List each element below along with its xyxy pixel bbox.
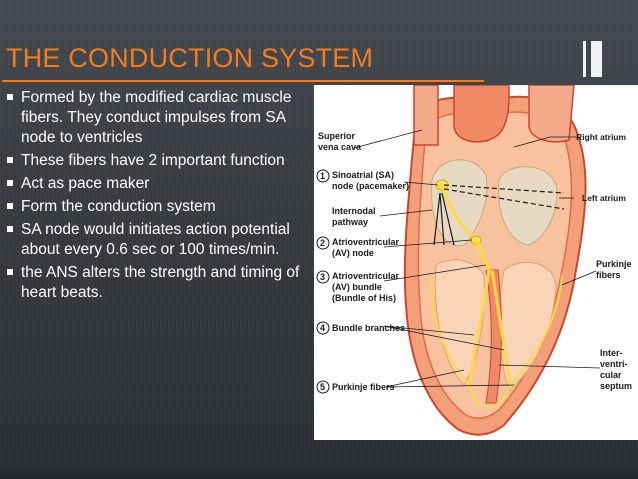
- number-badge-text: 3: [320, 272, 325, 282]
- bullet-item: These fibers have 2 important function: [4, 151, 309, 171]
- label-septum: septum: [600, 381, 632, 391]
- superior-vena-cava: [414, 85, 438, 145]
- pulmonary-vessel: [529, 85, 574, 142]
- label-purkinje-right: fibers: [596, 270, 621, 280]
- label-av-bundle: (Bundle of His): [332, 293, 396, 303]
- heart-illustration: Superior vena cava Right atrium Left atr…: [314, 85, 638, 440]
- label-bundle-branches: Bundle branches: [332, 323, 405, 333]
- bullet-item: the ANS alters the strength and timing o…: [4, 263, 309, 303]
- bullet-item: SA node would initiates action potential…: [4, 220, 309, 260]
- label-septum: Inter-: [600, 348, 623, 358]
- accent-bar: [591, 41, 602, 77]
- label-av-bundle: (AV) bundle: [332, 282, 382, 292]
- label-av-node: (AV) node: [332, 248, 374, 258]
- label-av-node: Atrioventricular: [332, 237, 400, 247]
- number-badge-text: 5: [320, 382, 325, 392]
- number-badge-text: 1: [320, 171, 325, 181]
- label-septum: cular: [600, 370, 622, 380]
- bullet-item: Formed by the modified cardiac muscle fi…: [4, 88, 309, 148]
- number-badge-text: 2: [320, 238, 325, 248]
- bullet-list: Formed by the modified cardiac muscle fi…: [4, 88, 309, 306]
- footer-band: [0, 465, 638, 479]
- label-internodal-pathway: pathway: [332, 217, 368, 227]
- label-right-atrium: Right atrium: [576, 132, 626, 142]
- label-purkinje-fibers: Purkinje fibers: [332, 382, 395, 392]
- label-purkinje-right: Purkinje: [596, 259, 632, 269]
- bullet-item: Act as pace maker: [4, 174, 309, 194]
- label-superior-vena-cava: Superior: [318, 131, 356, 141]
- label-left-atrium: Left atrium: [582, 193, 626, 203]
- title-underline: [2, 80, 484, 82]
- label-internodal-pathway: Internodal: [332, 206, 376, 216]
- label-sa-node: Sinoatrial (SA): [332, 170, 394, 180]
- accent-bar-thin: [583, 41, 586, 77]
- slide-title: THE CONDUCTION SYSTEM: [6, 43, 506, 74]
- label-septum: ventri-: [600, 359, 628, 369]
- bullet-item: Form the conduction system: [4, 197, 309, 217]
- label-superior-vena-cava: vena cava: [318, 142, 362, 152]
- heart-conduction-diagram: Superior vena cava Right atrium Left atr…: [314, 85, 638, 440]
- label-av-bundle: Atrioventricular: [332, 271, 400, 281]
- label-sa-node: node (pacemaker): [332, 181, 409, 191]
- number-badge-text: 4: [320, 323, 325, 333]
